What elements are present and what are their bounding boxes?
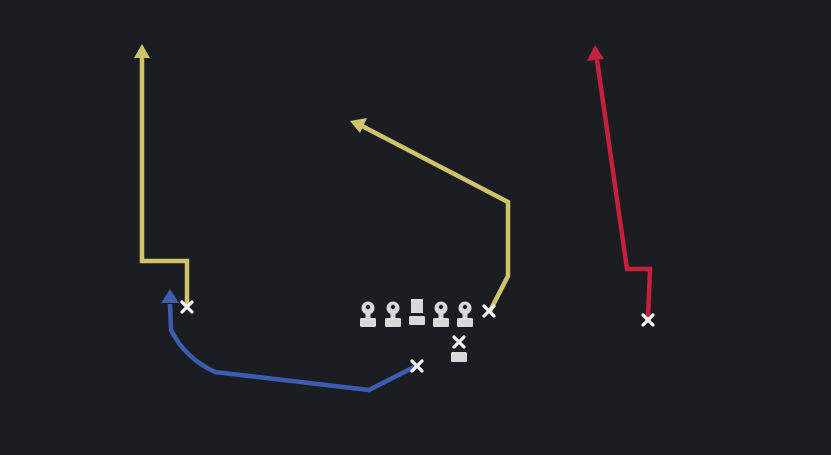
players <box>180 300 655 373</box>
left-receiver-x-icon <box>180 300 194 314</box>
left-tackle-lineman-icon <box>360 301 376 327</box>
back-route-arrowhead <box>161 289 179 303</box>
right-receiver-route-arrowhead <box>587 45 604 61</box>
slot-receiver-x-icon <box>482 304 496 318</box>
running-back-x-icon <box>410 359 424 373</box>
quarterback-x-icon <box>452 335 466 349</box>
slot-receiver-route-arrowhead <box>350 118 367 133</box>
right-receiver-x-icon <box>641 313 655 327</box>
left-receiver-route <box>139 54 190 306</box>
right-tackle-lineman-icon <box>457 301 473 327</box>
back-route <box>167 303 418 393</box>
slot-receiver-route <box>360 124 511 313</box>
offensive-line <box>360 299 473 327</box>
center-center-icon <box>409 299 425 325</box>
right-receiver-route <box>594 59 653 320</box>
routes <box>134 44 653 393</box>
quarterback-stance-base <box>451 352 467 362</box>
right-guard-lineman-icon <box>433 301 449 327</box>
left-guard-lineman-icon <box>385 301 401 327</box>
left-receiver-route-arrowhead <box>134 44 150 58</box>
